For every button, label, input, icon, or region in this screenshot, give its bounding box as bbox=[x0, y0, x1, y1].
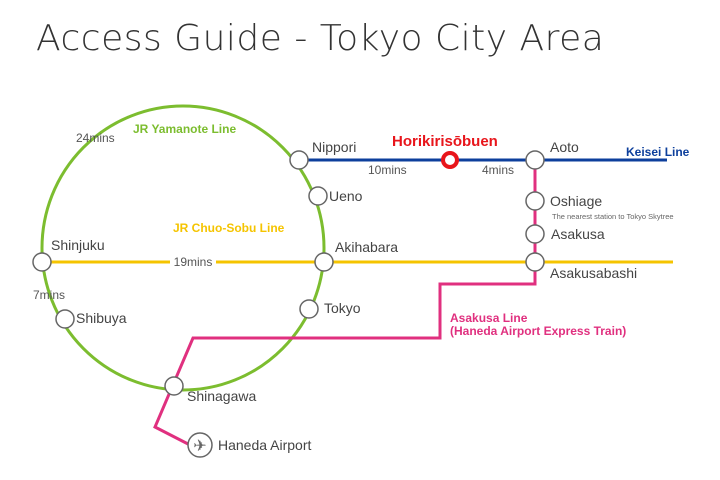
station-asakusabashi[interactable]: Asakusabashi bbox=[525, 252, 637, 281]
asakusa-line bbox=[153, 160, 537, 447]
time-nippori-horikiri: 10mins bbox=[368, 163, 407, 177]
svg-text:Tokyo: Tokyo bbox=[324, 300, 361, 316]
chuo-label: JR Chuo-Sobu Line bbox=[173, 221, 285, 235]
station-shibuya[interactable]: Shibuya bbox=[55, 309, 127, 329]
time-horikiri-aoto: 4mins bbox=[482, 163, 514, 177]
svg-text:Nippori: Nippori bbox=[312, 139, 356, 155]
time-yamanote: 24mins bbox=[76, 131, 115, 145]
station-oshiage[interactable]: Oshiage The nearest station to Tokyo Sky… bbox=[525, 191, 674, 221]
svg-text:Shinjuku: Shinjuku bbox=[51, 237, 105, 253]
keisei-label: Keisei Line bbox=[626, 145, 690, 159]
svg-text:Horikirisōbuen: Horikirisōbuen bbox=[392, 133, 498, 150]
oshiage-note: The nearest station to Tokyo Skytree bbox=[552, 212, 674, 221]
station-aoto[interactable]: Aoto bbox=[525, 139, 579, 170]
station-tokyo[interactable]: Tokyo bbox=[299, 299, 361, 319]
station-shinjuku[interactable]: Shinjuku bbox=[32, 237, 105, 272]
station-ueno[interactable]: Ueno bbox=[308, 186, 363, 206]
svg-text:Asakusabashi: Asakusabashi bbox=[550, 265, 637, 281]
svg-text:Shibuya: Shibuya bbox=[76, 310, 127, 326]
station-asakusa[interactable]: Asakusa bbox=[525, 224, 605, 244]
station-akihabara[interactable]: Akihabara bbox=[314, 239, 398, 272]
page-title: Access Guide - Tokyo City Area bbox=[36, 18, 605, 59]
yamanote-line bbox=[40, 104, 326, 392]
svg-text:Aoto: Aoto bbox=[550, 139, 579, 155]
yamanote-label: JR Yamanote Line bbox=[133, 122, 236, 136]
airplane-icon: ✈ bbox=[193, 438, 206, 455]
svg-text:Asakusa: Asakusa bbox=[551, 226, 605, 242]
asakusa-label-sub: (Haneda Airport Express Train) bbox=[450, 324, 626, 338]
asakusa-label: Asakusa Line bbox=[450, 311, 528, 325]
station-haneda-airport[interactable]: ✈ Haneda Airport bbox=[187, 432, 312, 458]
station-nippori[interactable]: Nippori bbox=[289, 139, 356, 170]
station-horikirisobuen[interactable]: Horikirisōbuen bbox=[392, 133, 498, 169]
time-shinjuku-akihabara: 19mins bbox=[174, 255, 213, 269]
time-shinjuku-shibuya: 7mins bbox=[33, 288, 65, 302]
svg-text:Haneda Airport: Haneda Airport bbox=[218, 437, 312, 453]
svg-text:Shinagawa: Shinagawa bbox=[187, 388, 256, 404]
svg-text:Akihabara: Akihabara bbox=[335, 239, 398, 255]
svg-text:Ueno: Ueno bbox=[329, 188, 363, 204]
station-shinagawa[interactable]: Shinagawa bbox=[164, 376, 256, 404]
svg-text:Oshiage: Oshiage bbox=[550, 193, 602, 209]
